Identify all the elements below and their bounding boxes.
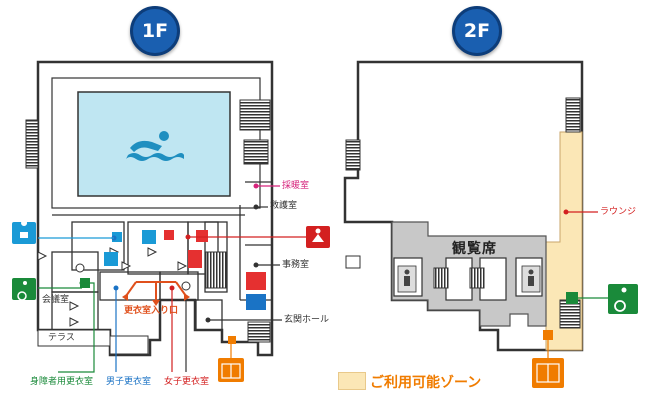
legend-available-zone: ご利用可能ゾーン <box>370 375 482 391</box>
floor-1f-badge: 1F <box>130 6 180 56</box>
label-meeting-room: 会議室 <box>42 295 70 305</box>
floor-1f-plan <box>12 60 330 382</box>
floor-2f-plan <box>343 60 638 388</box>
label-spectator-seats: 観覧席 <box>452 241 497 257</box>
floor-2f-badge: 2F <box>452 6 502 56</box>
label-nursing-room: 採暖室 <box>282 181 310 191</box>
label-terrace: テラス <box>48 333 75 343</box>
label-locker-entrance: 更衣室入り口 <box>124 306 179 316</box>
legend-swatch <box>338 372 366 390</box>
label-womens-locker: 女子更衣室 <box>164 377 210 387</box>
label-lounge: ラウンジ <box>600 207 637 217</box>
label-entrance-hall: 玄関ホール <box>284 315 330 325</box>
stairs-icon <box>239 99 271 131</box>
label-mens-locker: 男子更衣室 <box>106 377 152 387</box>
label-accessible-locker: 身障者用更衣室 <box>30 377 94 387</box>
label-first-aid: 救護室 <box>270 201 298 211</box>
label-office: 事務室 <box>282 260 310 270</box>
swimmer-icon <box>126 131 184 161</box>
shower-icon <box>142 230 156 244</box>
